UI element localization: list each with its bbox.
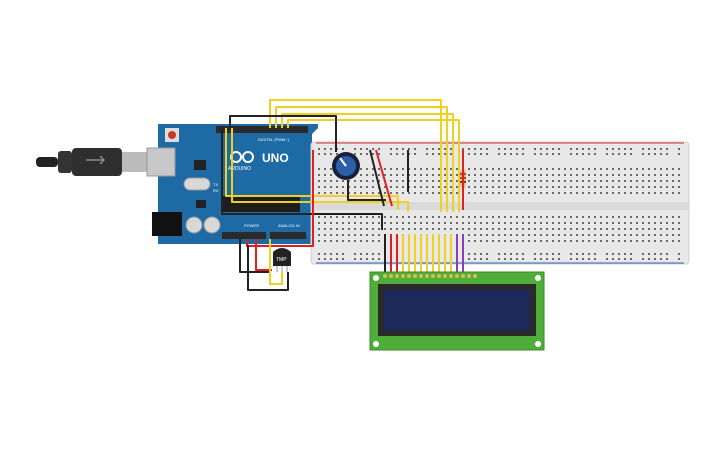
- wire-yellow[interactable]: [269, 239, 283, 285]
- tx-led-label: TX: [213, 182, 218, 187]
- digital-header[interactable]: [216, 126, 308, 133]
- wire-yellow[interactable]: [231, 128, 409, 212]
- wire-black[interactable]: [247, 245, 289, 291]
- capacitor: [203, 216, 221, 234]
- analog-label: ANALOG IN: [278, 223, 300, 228]
- usb-cable[interactable]: [36, 148, 152, 176]
- wire-black[interactable]: [229, 115, 337, 152]
- power-label: POWER: [244, 223, 259, 228]
- wire-red[interactable]: [255, 239, 272, 271]
- wire-red[interactable]: [246, 150, 314, 247]
- lcd-display[interactable]: [369, 271, 545, 351]
- wire-black[interactable]: [221, 126, 383, 230]
- temperature-sensor[interactable]: TMP: [273, 248, 291, 272]
- wire-yellow[interactable]: [269, 99, 442, 212]
- wire-red[interactable]: [375, 149, 393, 207]
- sensor-label: TMP: [276, 257, 287, 263]
- dc-jack: [152, 212, 182, 236]
- wire-black[interactable]: [369, 149, 385, 207]
- rx-led-label: RX: [213, 188, 219, 193]
- analog-header[interactable]: [270, 232, 306, 239]
- potentiometer[interactable]: [332, 152, 360, 180]
- digital-header-label: DIGITAL (PWM~): [258, 137, 290, 142]
- capacitor: [185, 216, 203, 234]
- usb-port: [146, 147, 176, 177]
- lcd-screen: [384, 290, 530, 330]
- power-header[interactable]: [222, 232, 266, 239]
- wire-black[interactable]: [239, 239, 270, 273]
- wire-yellow[interactable]: [275, 106, 448, 212]
- lcd-pins: [383, 274, 477, 278]
- wire-black[interactable]: [347, 180, 386, 201]
- microcontroller-chip: [222, 196, 300, 212]
- wire-yellow[interactable]: [281, 113, 454, 212]
- board-model-label: UNO: [262, 151, 289, 165]
- wire-yellow[interactable]: [287, 119, 460, 212]
- board-brand-label: ARDUINO: [228, 166, 251, 172]
